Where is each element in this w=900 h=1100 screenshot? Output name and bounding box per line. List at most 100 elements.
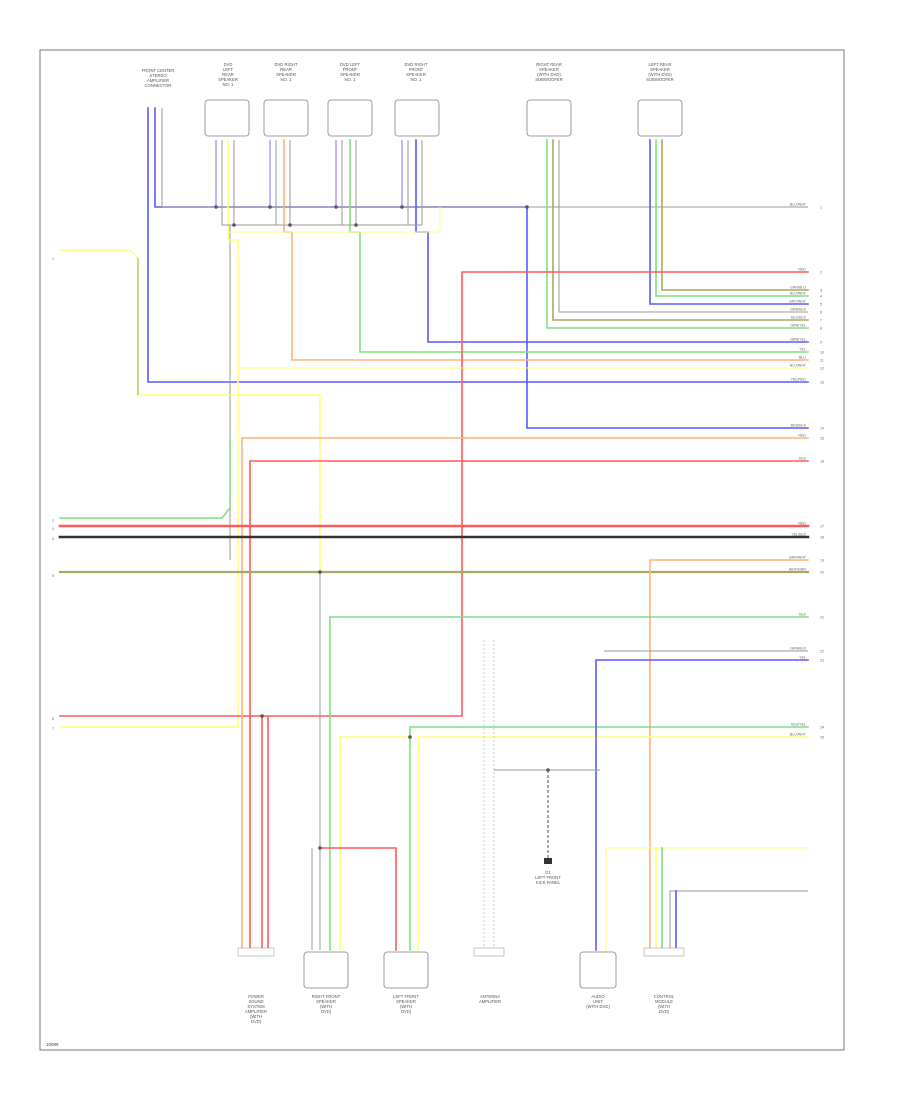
label-line: SPEAKER — [396, 999, 416, 1004]
label-line: DVD) — [401, 1009, 412, 1014]
label-line: AMPLIFIER — [479, 999, 501, 1004]
wire-label: YEL/RED — [791, 378, 807, 382]
label-line: FRONT CENTER — [142, 68, 175, 73]
wire — [661, 139, 809, 291]
label-line: FRONT — [409, 67, 424, 72]
wire — [319, 847, 397, 951]
right-pin: 15 — [820, 437, 824, 441]
wire-label: GRN/WHT — [789, 556, 807, 560]
left-pin-labels: 1 2 3 4 5 6 7 — [52, 257, 54, 731]
left-pin: 6 — [52, 717, 54, 721]
wire-label: BLK — [799, 613, 806, 617]
right-pin: 22 — [820, 650, 824, 654]
wire-label: YEL/BLK — [791, 533, 806, 537]
wire — [605, 847, 808, 950]
speaker-box — [383, 951, 429, 989]
label-line: SOUND — [248, 999, 263, 1004]
label-line: SPEAKER — [650, 67, 670, 72]
splice-dot — [288, 223, 292, 227]
label-line: KICK PANEL — [536, 880, 561, 885]
label-line: SPEAKER — [276, 72, 296, 77]
wire — [59, 271, 809, 717]
right-pin: 20 — [820, 571, 824, 575]
wire-label: YEL — [799, 348, 806, 352]
label-line: SUBWOOFER — [646, 77, 673, 82]
label-line: POWER — [248, 994, 264, 999]
speaker-box — [637, 99, 683, 137]
wire — [558, 140, 808, 313]
label-line: CONTROL — [654, 994, 675, 999]
label-line: UNIT — [593, 999, 603, 1004]
right-pin: 3 — [820, 289, 822, 293]
diagram-frame — [39, 49, 845, 1051]
left-pin: 5 — [52, 574, 54, 578]
wire — [655, 139, 809, 297]
wire-label: RED — [798, 268, 806, 272]
wire-label: GRY/WHT — [789, 300, 807, 304]
label-line: SPEAKER — [340, 72, 360, 77]
right-pin: 16 — [820, 460, 824, 464]
wire — [417, 736, 809, 951]
label-line: SPEAKER — [316, 999, 336, 1004]
right-pin: 24 — [820, 726, 824, 730]
right-pin: 19 — [820, 559, 824, 563]
connector — [473, 947, 505, 957]
splice-dots — [214, 205, 550, 850]
left-pin: 4 — [52, 537, 54, 541]
label-line: REAR — [222, 72, 234, 77]
wire-label: RED — [798, 434, 806, 438]
label-line: (WITH — [250, 1014, 262, 1019]
label-line: DVD — [224, 62, 233, 67]
right-pin: 5 — [820, 303, 822, 307]
label-line: DVD) — [321, 1009, 332, 1014]
left-pin: 7 — [52, 727, 54, 731]
right-pin: 21 — [820, 616, 824, 620]
label-line: DVD) — [251, 1019, 262, 1024]
right-pin: 9 — [820, 341, 822, 345]
label-line: ANTENNA — [480, 994, 500, 999]
label-line: DVD RIGHT — [404, 62, 427, 67]
wire — [154, 107, 809, 429]
wire-label: GRN/YEL — [790, 338, 806, 342]
left-pin: 3 — [52, 527, 54, 531]
label-line: G1 — [545, 870, 551, 875]
splice-dot — [408, 735, 412, 739]
speaker-box — [303, 951, 349, 989]
connector — [643, 947, 685, 957]
splice-dot — [546, 768, 550, 772]
label-line: SYSTEM — [247, 1004, 265, 1009]
label-line: LEFT — [223, 67, 234, 72]
wire — [283, 139, 809, 361]
wire-label: BLU — [799, 356, 806, 360]
wire-label: WHT/GRN — [789, 568, 807, 572]
wire-label: BLU/WHT — [790, 733, 807, 737]
left-pin: 1 — [52, 257, 54, 261]
label-line: STEREO — [149, 73, 167, 78]
label-line: NO. 1 — [345, 77, 357, 82]
speaker-box — [327, 99, 373, 137]
left-pin: 2 — [52, 519, 54, 523]
label-line: (WITH — [400, 1004, 412, 1009]
splice-dot — [400, 205, 404, 209]
wire-label: GRN/BLU — [790, 286, 806, 290]
label-line: AMPLIFIER — [245, 1009, 267, 1014]
label-line: NO. 1 — [281, 77, 293, 82]
splice-dot — [334, 205, 338, 209]
splice-dot — [525, 205, 529, 209]
wire — [59, 439, 231, 519]
